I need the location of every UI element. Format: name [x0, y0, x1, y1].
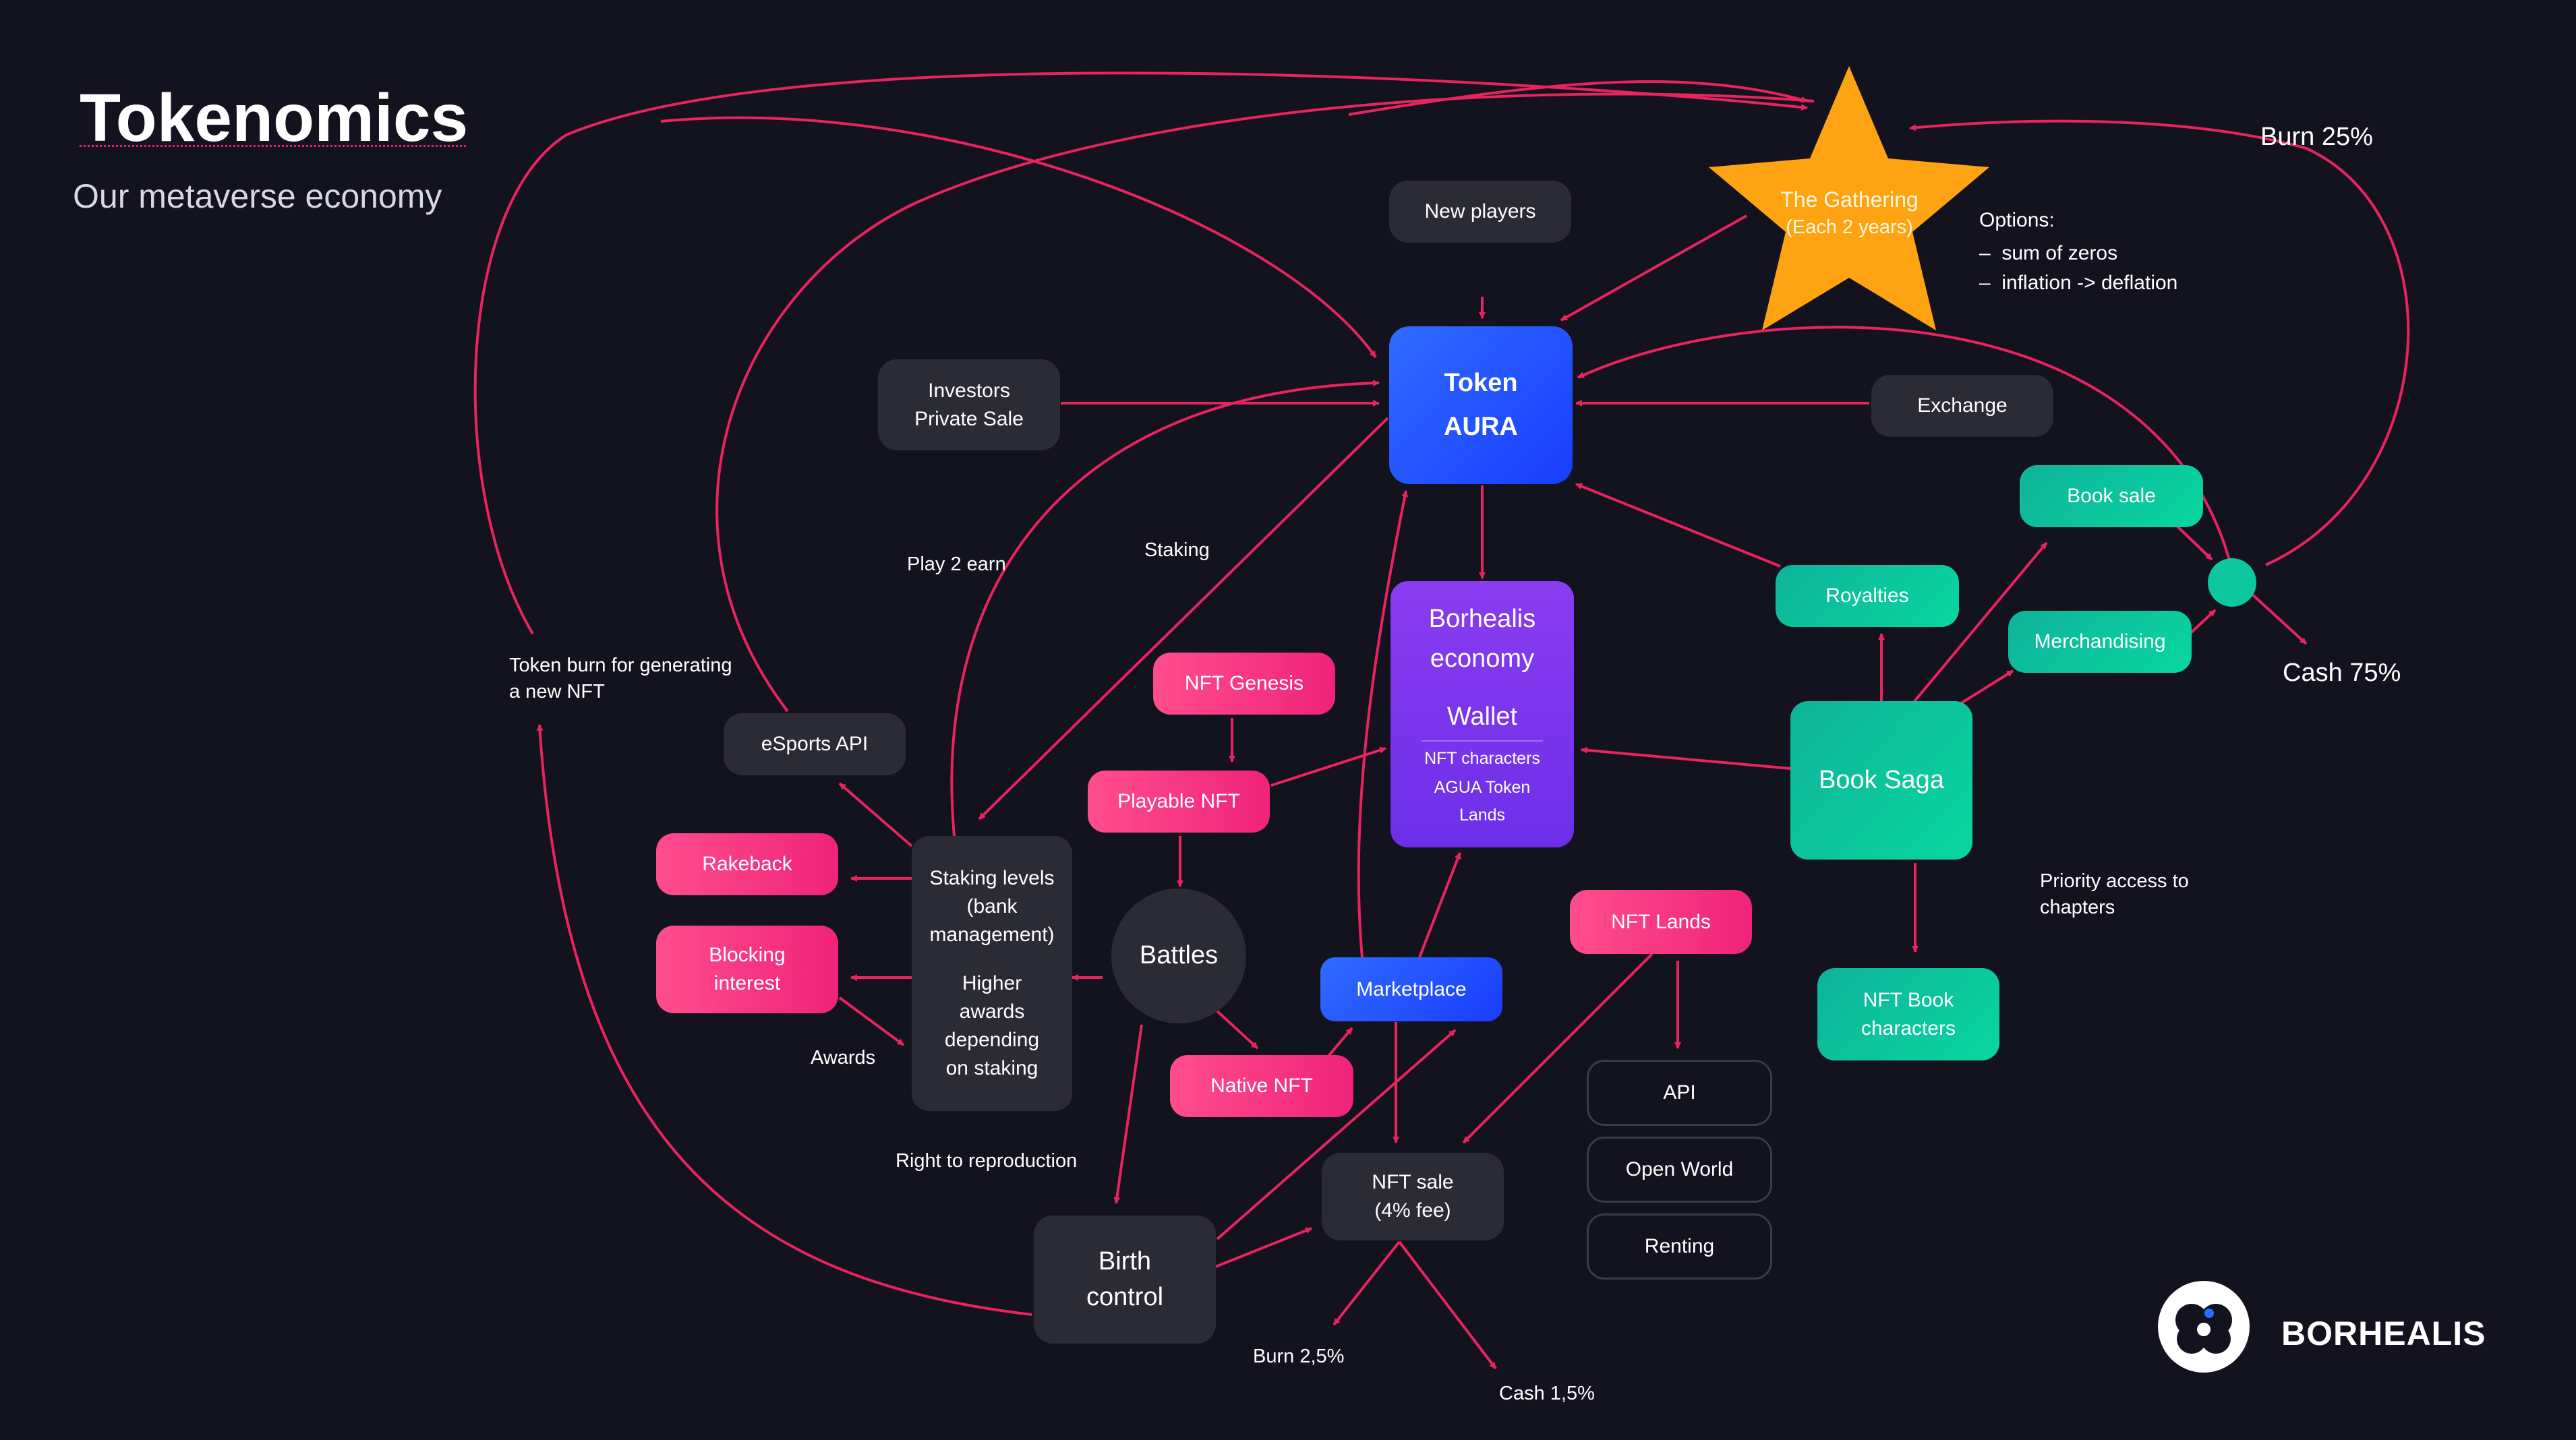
nft-sale-node[interactable]: NFT sale (4% fee)	[1322, 1153, 1504, 1240]
esports-api-node[interactable]: eSports API	[724, 713, 906, 775]
nft-genesis-label: NFT Genesis	[1184, 672, 1304, 694]
wallet-item-lands: Lands	[1459, 805, 1506, 824]
private-sale-label: Private Sale	[914, 407, 1024, 430]
investors-label: Investors	[928, 379, 1010, 402]
book-saga-node[interactable]: Book Saga	[1790, 701, 1972, 860]
wallet-label: Wallet	[1422, 699, 1543, 742]
nft-book-characters-node[interactable]: NFT Book characters	[1817, 968, 1999, 1060]
merchandising-node[interactable]: Merchandising	[2008, 611, 2192, 673]
investors-node[interactable]: Investors Private Sale	[878, 359, 1060, 450]
book-saga-label: Book Saga	[1819, 765, 1944, 794]
option-2-text: inflation -> deflation	[2001, 272, 2178, 294]
awards-label: Awards	[811, 1047, 876, 1069]
merchandising-label: Merchandising	[2034, 630, 2166, 653]
staking-label: Staking	[1144, 539, 1210, 561]
characters-label: characters	[1861, 1017, 1956, 1040]
aura-label: AURA	[1444, 413, 1518, 441]
nft-lands-node[interactable]: NFT Lands	[1570, 890, 1752, 954]
staking-levels-label: Staking levels	[929, 867, 1055, 889]
nft-lands-label: NFT Lands	[1611, 910, 1711, 933]
gathering-label: The Gathering (Each 2 years)	[1753, 185, 1945, 241]
native-nft-node[interactable]: Native NFT	[1170, 1055, 1353, 1117]
priority-access-label: Priority access to chapters	[2040, 868, 2189, 921]
battles-node[interactable]: Battles	[1111, 889, 1246, 1023]
priority-line-2: chapters	[2040, 897, 2115, 919]
burn-25-label: Burn 25%	[2260, 123, 2373, 151]
cash-75-label: Cash 75%	[2283, 659, 2401, 687]
priority-line-1: Priority access to	[2040, 870, 2189, 892]
cash-1-5-label: Cash 1,5%	[1499, 1383, 1595, 1404]
awards-word-label: awards	[959, 1000, 1025, 1023]
esports-api-label: eSports API	[761, 733, 869, 755]
staking-levels-node[interactable]: Staking levels (bank management) Higher …	[912, 836, 1072, 1111]
split-circle	[2208, 558, 2256, 607]
open-world-node[interactable]: Open World	[1587, 1137, 1772, 1203]
book-sale-label: Book sale	[2067, 485, 2156, 507]
gathering-title: The Gathering	[1780, 187, 1919, 212]
management-label: management)	[929, 924, 1055, 946]
nft-genesis-node[interactable]: NFT Genesis	[1153, 653, 1335, 715]
control-label: control	[1086, 1283, 1164, 1311]
api-label: API	[1663, 1081, 1696, 1104]
higher-label: Higher	[962, 972, 1022, 994]
burn-2-5-label: Burn 2,5%	[1253, 1346, 1345, 1367]
exchange-node[interactable]: Exchange	[1871, 375, 2053, 437]
borhealis-wordmark: BORHEALIS	[2281, 1315, 2486, 1352]
page-title: Tokenomics	[80, 80, 469, 156]
gathering-subtitle: (Each 2 years)	[1786, 216, 1913, 239]
token-aura-node[interactable]: Token AURA	[1389, 326, 1573, 484]
royalties-label: Royalties	[1825, 584, 1909, 607]
token-label: Token	[1444, 368, 1518, 397]
fee-label: (4% fee)	[1374, 1199, 1451, 1222]
playable-nft-node[interactable]: Playable NFT	[1088, 771, 1270, 833]
renting-label: Renting	[1644, 1235, 1715, 1257]
nft-sale-label: NFT sale	[1372, 1171, 1454, 1193]
marketplace-label: Marketplace	[1356, 978, 1467, 1000]
token-burn-label: Token burn for generating a new NFT	[509, 653, 732, 705]
borhealis-label: Borhealis	[1428, 605, 1536, 634]
nft-book-label: NFT Book	[1863, 988, 1954, 1011]
borhealis-logo	[2157, 1280, 2251, 1374]
marketplace-node[interactable]: Marketplace	[1320, 957, 1502, 1021]
birth-control-node[interactable]: Birth control	[1034, 1216, 1216, 1344]
battles-label: Battles	[1139, 941, 1219, 970]
gathering-star	[1709, 66, 1989, 330]
economy-label: economy	[1430, 644, 1535, 673]
bank-label: (bank	[966, 895, 1018, 918]
wallet-item-agua-token: AGUA Token	[1434, 777, 1531, 797]
interest-label: interest	[713, 972, 781, 994]
royalties-node[interactable]: Royalties	[1776, 565, 1959, 627]
option-1-text: sum of zeros	[2001, 241, 2118, 264]
wallet-item-nft-characters: NFT characters	[1424, 748, 1540, 768]
blocking-interest-node[interactable]: Blocking interest	[656, 926, 838, 1013]
blocking-label: Blocking	[709, 944, 786, 966]
page-subtitle: Our metaverse economy	[73, 177, 442, 215]
right-to-reproduction-label: Right to reproduction	[896, 1150, 1078, 1172]
native-nft-label: Native NFT	[1210, 1075, 1313, 1097]
renting-node[interactable]: Renting	[1587, 1213, 1772, 1280]
token-burn-line-2: a new NFT	[509, 681, 605, 703]
play-2-earn-label: Play 2 earn	[907, 553, 1006, 575]
new-players-node[interactable]: New players	[1389, 181, 1571, 243]
birth-label: Birth	[1098, 1247, 1152, 1276]
depending-label: depending	[944, 1029, 1040, 1051]
options-block: Options: – sum of zeros – inflation -> d…	[1979, 207, 2177, 297]
token-burn-line-1: Token burn for generating	[509, 655, 732, 676]
open-world-label: Open World	[1625, 1158, 1734, 1180]
rakeback-node[interactable]: Rakeback	[656, 833, 838, 895]
borhealis-logo-icon	[2158, 1281, 2250, 1373]
option-sum-of-zeros: – sum of zeros	[1979, 241, 2118, 264]
new-players-label: New players	[1424, 200, 1536, 222]
playable-nft-label: Playable NFT	[1117, 790, 1240, 812]
option-inflation: – inflation -> deflation	[1979, 272, 2178, 294]
on-staking-label: on staking	[945, 1057, 1038, 1079]
exchange-label: Exchange	[1917, 394, 2008, 417]
borhealis-economy-node[interactable]: Borhealis economy Wallet NFT characters …	[1391, 581, 1574, 847]
api-node[interactable]: API	[1587, 1060, 1772, 1126]
rakeback-label: Rakeback	[702, 853, 792, 875]
options-title: Options:	[1979, 209, 2055, 231]
book-sale-node[interactable]: Book sale	[2020, 465, 2203, 527]
